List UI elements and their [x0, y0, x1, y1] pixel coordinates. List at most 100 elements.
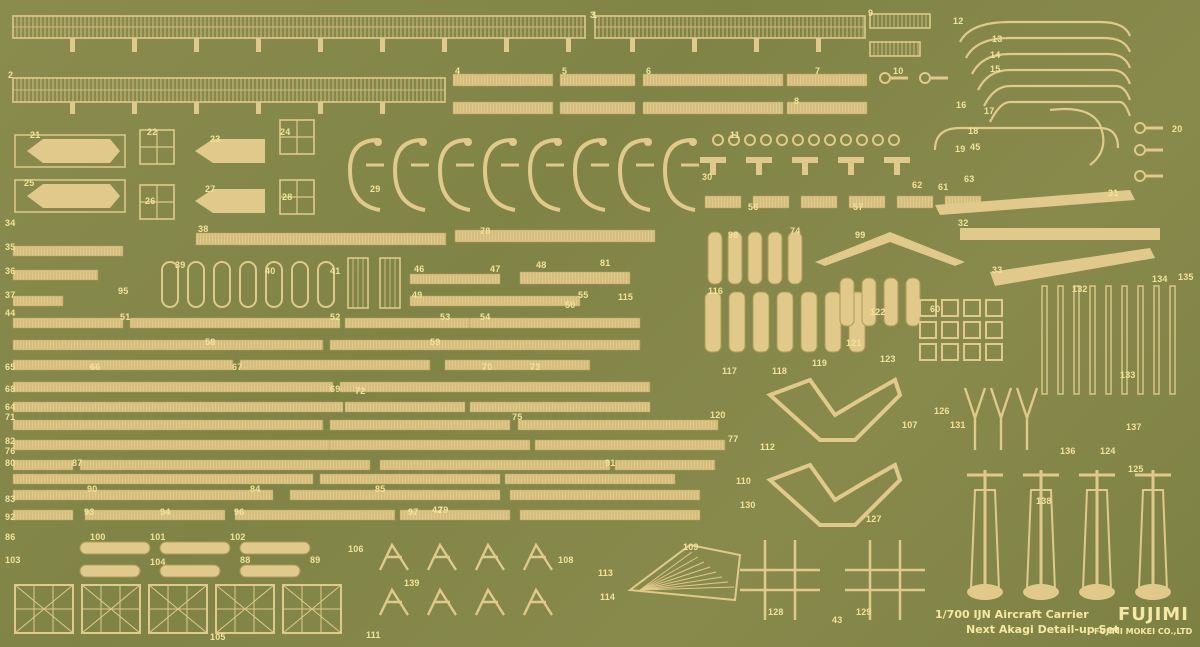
part-number-label: 21 [30, 130, 41, 140]
part-number-label: 3 [590, 10, 596, 20]
part-number-label: 132 [1072, 284, 1088, 294]
part-number-label: 97 [408, 507, 419, 517]
part-number-label: 11 [730, 130, 740, 140]
part-number-label: 86 [5, 532, 16, 542]
part-number-label: 20 [1172, 124, 1183, 134]
part-number-label: 119 [812, 358, 828, 368]
part-number-label: 138 [1036, 496, 1052, 506]
part-number-label: 93 [84, 507, 95, 517]
part-number-label: 118 [772, 366, 788, 376]
part-number-label: 17 [984, 106, 995, 116]
part-number-label: 15 [990, 64, 1001, 74]
part-number-label: 24 [280, 127, 291, 137]
part-number-label: 112 [760, 442, 776, 452]
part-number-label: 124 [1100, 446, 1116, 456]
part-number-label: 61 [938, 182, 949, 192]
part-number-label: 95 [118, 286, 129, 296]
brand-logo: FUJIMI [1118, 604, 1189, 625]
part-number-label: 13 [992, 34, 1003, 44]
part-number-label: 129 [856, 607, 872, 617]
part-number-label: 75 [512, 412, 523, 422]
part-number-label: 92 [5, 512, 16, 522]
part-number-label: 72 [355, 386, 366, 396]
part-number-label: 35 [5, 242, 16, 252]
part-number-label: 38 [198, 224, 209, 234]
part-number-label: 79 [438, 505, 449, 515]
part-number-label: 65 [5, 362, 16, 372]
part-number-label: 23 [210, 134, 221, 144]
part-number-label: 64 [5, 402, 16, 412]
part-number-label: 109 [683, 542, 699, 552]
part-number-label: 101 [150, 532, 166, 542]
part-number-label: 37 [5, 290, 16, 300]
part-number-label: 113 [598, 568, 614, 578]
part-number-label: 28 [282, 192, 293, 202]
part-number-label: 59 [430, 337, 441, 347]
part-number-label: 22 [147, 127, 158, 137]
part-number-label: 66 [90, 362, 101, 372]
part-number-label: 4 [455, 66, 461, 76]
part-number-label: 111 [366, 630, 381, 640]
part-number-label: 48 [536, 260, 547, 270]
part-number-label: 135 [1178, 272, 1194, 282]
part-number-label: 34 [5, 218, 16, 228]
part-number-label: 87 [72, 458, 83, 468]
part-number-label: 69 [330, 384, 341, 394]
part-number-label: 98 [728, 230, 739, 240]
part-number-label: 42 [432, 505, 443, 515]
part-number-label: 99 [855, 230, 866, 240]
part-number-label: 68 [5, 384, 16, 394]
part-number-label: 116 [708, 286, 724, 296]
part-number-label: 56 [748, 202, 759, 212]
part-number-label: 51 [120, 312, 131, 322]
part-number-label: 122 [870, 307, 886, 317]
part-number-label: 58 [205, 337, 216, 347]
part-number-label: 52 [330, 312, 341, 322]
part-number-label: 83 [5, 494, 16, 504]
part-number-label: 41 [330, 266, 341, 276]
part-number-label: 43 [832, 615, 843, 625]
part-number-label: 18 [968, 126, 979, 136]
part-number-label: 94 [160, 507, 171, 517]
part-number-label: 57 [853, 202, 864, 212]
part-number-label: 107 [902, 420, 918, 430]
part-number-label: 12 [953, 16, 964, 26]
part-number-label: 2 [8, 70, 14, 80]
part-number-label: 104 [150, 557, 166, 567]
part-number-label: 120 [710, 410, 726, 420]
part-number-label: 71 [5, 412, 16, 422]
part-number-label: 31 [1108, 188, 1119, 198]
part-number-label: 131 [950, 420, 966, 430]
part-number-label: 77 [728, 434, 739, 444]
part-number-label: 88 [240, 555, 251, 565]
part-number-label: 105 [210, 632, 226, 642]
part-number-label: 96 [234, 507, 245, 517]
part-number-label: 90 [87, 484, 98, 494]
part-number-label: 7 [815, 66, 821, 76]
part-number-label: 25 [24, 178, 35, 188]
part-number-label: 125 [1128, 464, 1144, 474]
part-number-label: 114 [600, 592, 616, 602]
part-number-label: 133 [1120, 370, 1136, 380]
part-number-label: 102 [230, 532, 246, 542]
part-number-label: 136 [1060, 446, 1076, 456]
part-number-label: 16 [956, 100, 967, 110]
scale-title: 1/700 IJN Aircraft Carrier [935, 608, 1089, 621]
part-number-label: 36 [5, 266, 16, 276]
part-number-label: 70 [482, 362, 493, 372]
part-number-label: 8 [794, 96, 800, 106]
part-number-label: 121 [846, 338, 862, 348]
part-number-label: 67 [232, 362, 243, 372]
part-number-label: 81 [600, 258, 611, 268]
part-number-label: 89 [310, 555, 321, 565]
part-number-label: 50 [565, 300, 576, 310]
part-number-label: 5 [562, 66, 568, 76]
part-number-label: 40 [265, 266, 276, 276]
part-number-label: 54 [480, 312, 491, 322]
part-number-label: 6 [646, 66, 652, 76]
part-number-label: 63 [964, 174, 975, 184]
part-number-label: 14 [990, 50, 1001, 60]
part-number-label: 117 [722, 366, 738, 376]
part-number-label: 19 [955, 144, 966, 154]
